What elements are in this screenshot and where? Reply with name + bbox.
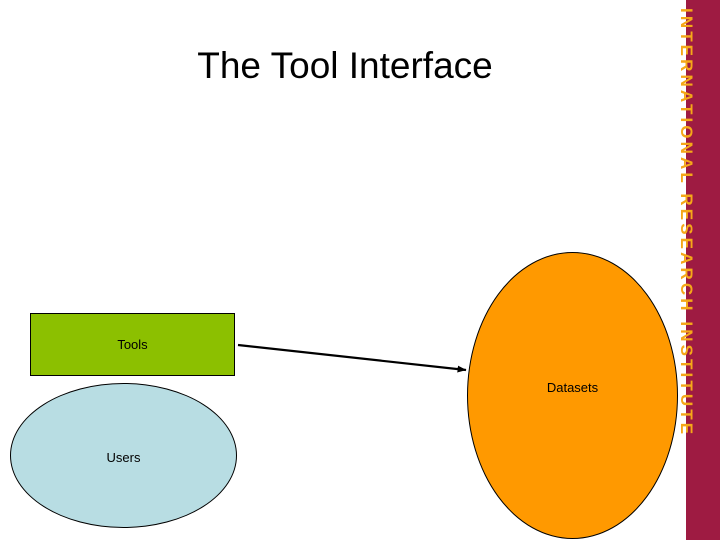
brand-band: INTERNATIONAL RESEARCH INSTITUTE: [677, 0, 720, 540]
shape-tools[interactable]: Tools: [30, 313, 235, 376]
shape-datasets-label: Datasets: [546, 380, 599, 395]
shape-datasets[interactable]: Datasets: [467, 252, 678, 539]
connector-tools-to-datasets[interactable]: [237, 343, 467, 373]
brand-band-text: INTERNATIONAL RESEARCH INSTITUTE: [677, 8, 696, 438]
shape-users[interactable]: Users: [10, 383, 237, 528]
shape-tools-label: Tools: [117, 337, 148, 352]
diagram-area: Tools Users Datasets: [10, 252, 678, 539]
shape-users-label: Users: [106, 450, 141, 465]
page-title: The Tool Interface: [197, 45, 493, 86]
